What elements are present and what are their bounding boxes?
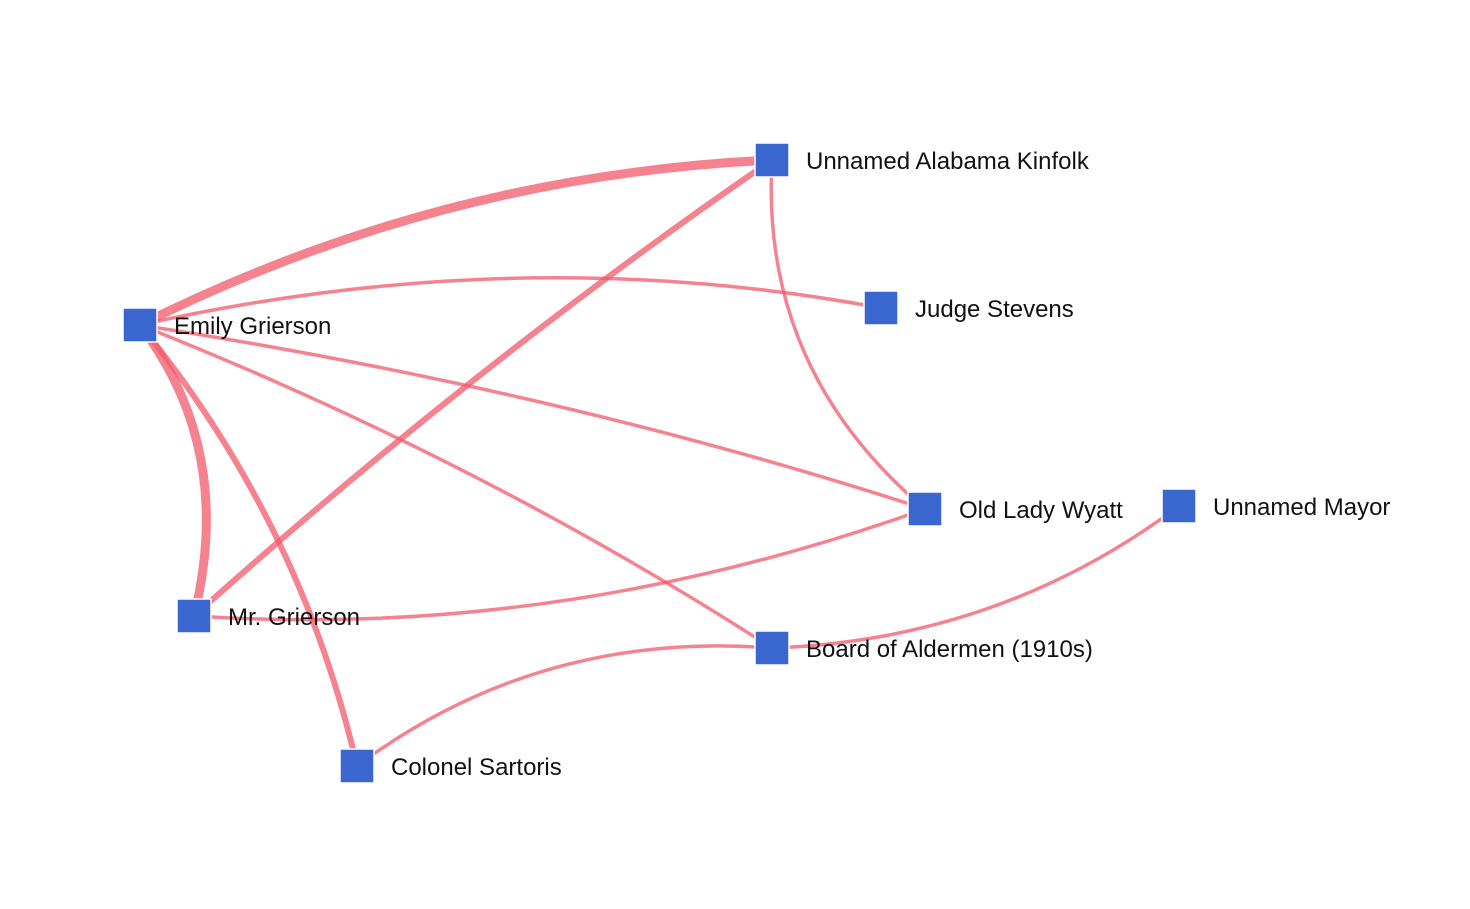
edge-aldermen-mayor [771,504,1181,650]
edge-emily-sartoris [137,323,360,767]
node-marker-wyatt[interactable] [907,491,943,527]
node-emily[interactable]: Emily Grierson [122,307,331,343]
edge-emily-kinfolk [137,155,773,330]
node-sartoris[interactable]: Colonel Sartoris [339,748,562,784]
edge-kinfolk-mrgrierson [191,157,774,619]
edge-aldermen-sartoris [355,644,773,768]
node-mayor[interactable]: Unnamed Mayor [1161,488,1390,524]
node-stevens[interactable]: Judge Stevens [863,290,1074,326]
node-label-mayor: Unnamed Mayor [1213,494,1390,521]
node-marker-stevens[interactable] [863,290,899,326]
nodes-layer: Emily Grierson Unnamed Alabama KinfolkJud… [122,142,1390,784]
node-marker-emily[interactable] [122,307,158,343]
node-label-stevens: Judge Stevens [915,296,1074,323]
node-wyatt[interactable]: Old Lady Wyatt [907,491,1123,527]
node-mrgrierson[interactable]: Mr. Grierson [176,598,360,634]
node-label-emily: Emily Grierson [174,313,331,340]
node-label-sartoris: Colonel Sartoris [391,754,562,781]
node-marker-sartoris[interactable] [339,748,375,784]
edge-emily-mrgrierson [136,322,211,618]
node-aldermen[interactable]: Board of Aldermen (1910s) [754,630,1093,666]
edge-emily-aldermen [139,323,773,650]
node-marker-kinfolk[interactable] [754,142,790,178]
node-marker-aldermen[interactable] [754,630,790,666]
node-marker-mrgrierson[interactable] [176,598,212,634]
node-label-kinfolk: Unnamed Alabama Kinfolk [806,148,1090,175]
node-label-mrgrierson: Mr. Grierson [228,604,360,631]
node-marker-mayor[interactable] [1161,488,1197,524]
edge-wyatt-mrgrierson [193,507,926,622]
node-kinfolk[interactable]: Unnamed Alabama Kinfolk [754,142,1090,178]
node-label-aldermen: Board of Aldermen (1910s) [806,636,1093,663]
edge-emily-stevens [139,276,882,327]
edge-kinfolk-wyatt [769,159,927,511]
node-label-wyatt: Old Lady Wyatt [959,497,1123,524]
edge-emily-wyatt [139,323,926,511]
edges-layer [136,155,1181,768]
